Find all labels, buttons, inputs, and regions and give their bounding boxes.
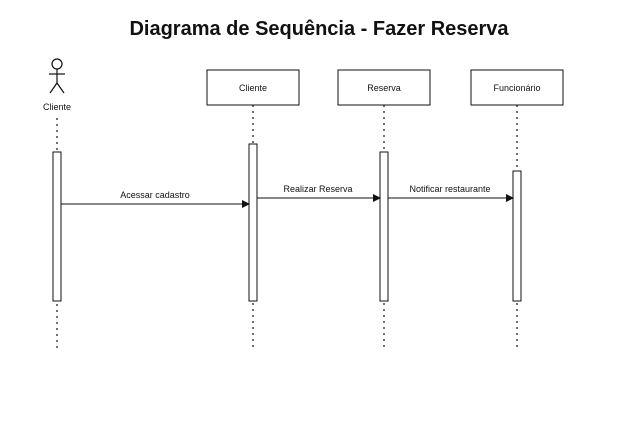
actor-label: Cliente (43, 102, 71, 112)
message-label-realizar-reserva: Realizar Reserva (283, 184, 352, 194)
actor-stick-figure-icon (49, 58, 65, 94)
participant-label-funcionario: Funcionário (493, 83, 540, 93)
activation-cliente (248, 143, 258, 302)
message-label-notificar-restaurante: Notificar restaurante (409, 184, 490, 194)
activation-actor (52, 151, 62, 302)
message-label-acessar-cadastro: Acessar cadastro (120, 190, 190, 200)
participant-reserva: Reserva (337, 69, 431, 106)
diagram-title: Diagrama de Sequência - Fazer Reserva (129, 18, 509, 40)
activation-reserva (379, 151, 389, 302)
participant-label-reserva: Reserva (367, 83, 401, 93)
message-notificar-restaurante: Notificar restaurante (388, 184, 514, 202)
activation-funcionario (512, 170, 522, 302)
participant-cliente: Cliente (206, 69, 300, 106)
participant-funcionario: Funcionário (470, 69, 564, 106)
message-acessar-cadastro: Acessar cadastro (61, 190, 250, 208)
message-realizar-reserva: Realizar Reserva (257, 184, 381, 202)
participant-label-cliente: Cliente (239, 83, 267, 93)
